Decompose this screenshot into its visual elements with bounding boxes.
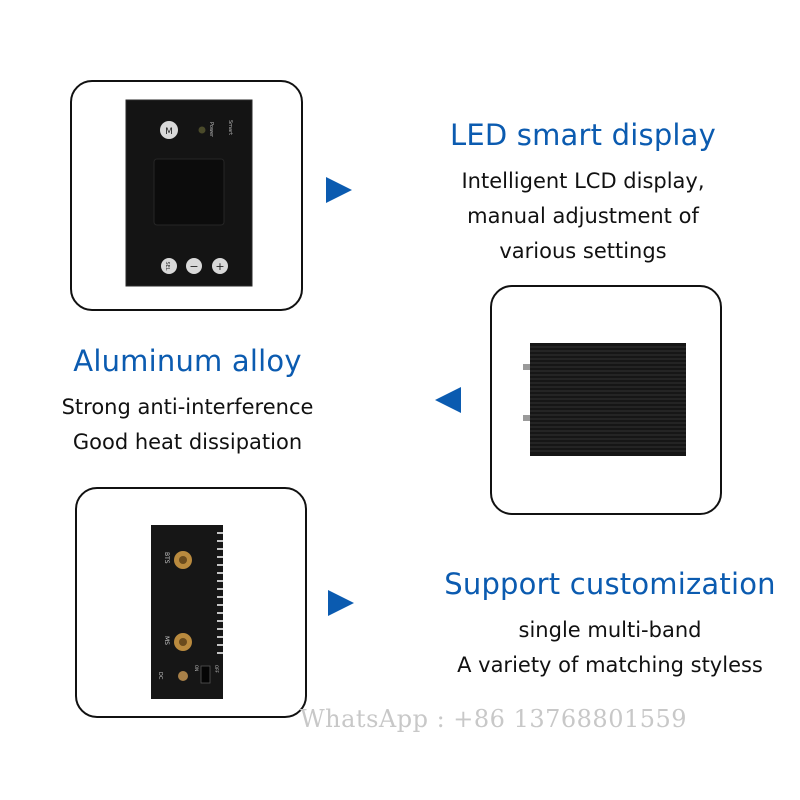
connector-bottom [523,415,530,421]
feature-aluminum-alloy: Aluminum alloy Strong anti-interference … [25,342,350,460]
m-button-label: M [165,127,173,137]
power-label: Power [208,122,214,138]
arrow-right-icon [328,590,354,616]
feature-line: Good heat dissipation [72,430,303,454]
feature-customization: Support customization single multi-band … [425,565,795,683]
ports-photo-frame: BTS MS DC ON OFF [75,487,307,718]
feature-line: Strong anti-interference [61,395,314,419]
dc-jack [178,671,188,681]
ms-port-label: MS [163,636,170,645]
feature-title: Support customization [444,567,776,601]
lcd-screen [153,158,225,226]
feature-line: manual adjustment of [467,204,699,228]
feature-title: LED smart display [449,118,717,152]
feature-line: Intelligent LCD display, [461,169,705,193]
ports-side-illustration: BTS MS DC ON OFF [151,525,223,699]
switch-on-label: ON [194,665,199,671]
dc-label: DC [157,672,163,680]
power-switch [200,665,211,684]
feature-line: A variety of matching styless [457,653,763,677]
plus-button [212,258,228,274]
sel-button [161,258,177,274]
arrow-left-icon [435,387,461,413]
led-display-photo-frame: M Power Smart SEL − + [70,80,303,311]
plus-button-label: + [215,260,224,273]
feature-title: Aluminum alloy [73,344,302,378]
m-button [160,121,178,139]
aluminum-heatsink-photo-frame [490,285,722,515]
feature-line: single multi-band [518,618,702,642]
control-panel-illustration: M Power Smart SEL − + [125,99,253,287]
connector-top [523,364,530,370]
arrow-right-icon [326,177,352,203]
sel-button-label: SEL [164,261,170,270]
feature-line: various settings [499,239,667,263]
minus-button-label: − [189,260,198,273]
smart-label: Smart [227,120,233,135]
feature-led-display: LED smart display Intelligent LCD displa… [418,116,748,269]
minus-button [186,258,202,274]
power-led-icon [198,126,206,134]
whatsapp-watermark: WhatsApp : +86 13768801559 [300,705,688,733]
bts-port-label: BTS [163,552,170,564]
switch-off-label: OFF [214,665,219,673]
heatsink-illustration [523,343,686,456]
